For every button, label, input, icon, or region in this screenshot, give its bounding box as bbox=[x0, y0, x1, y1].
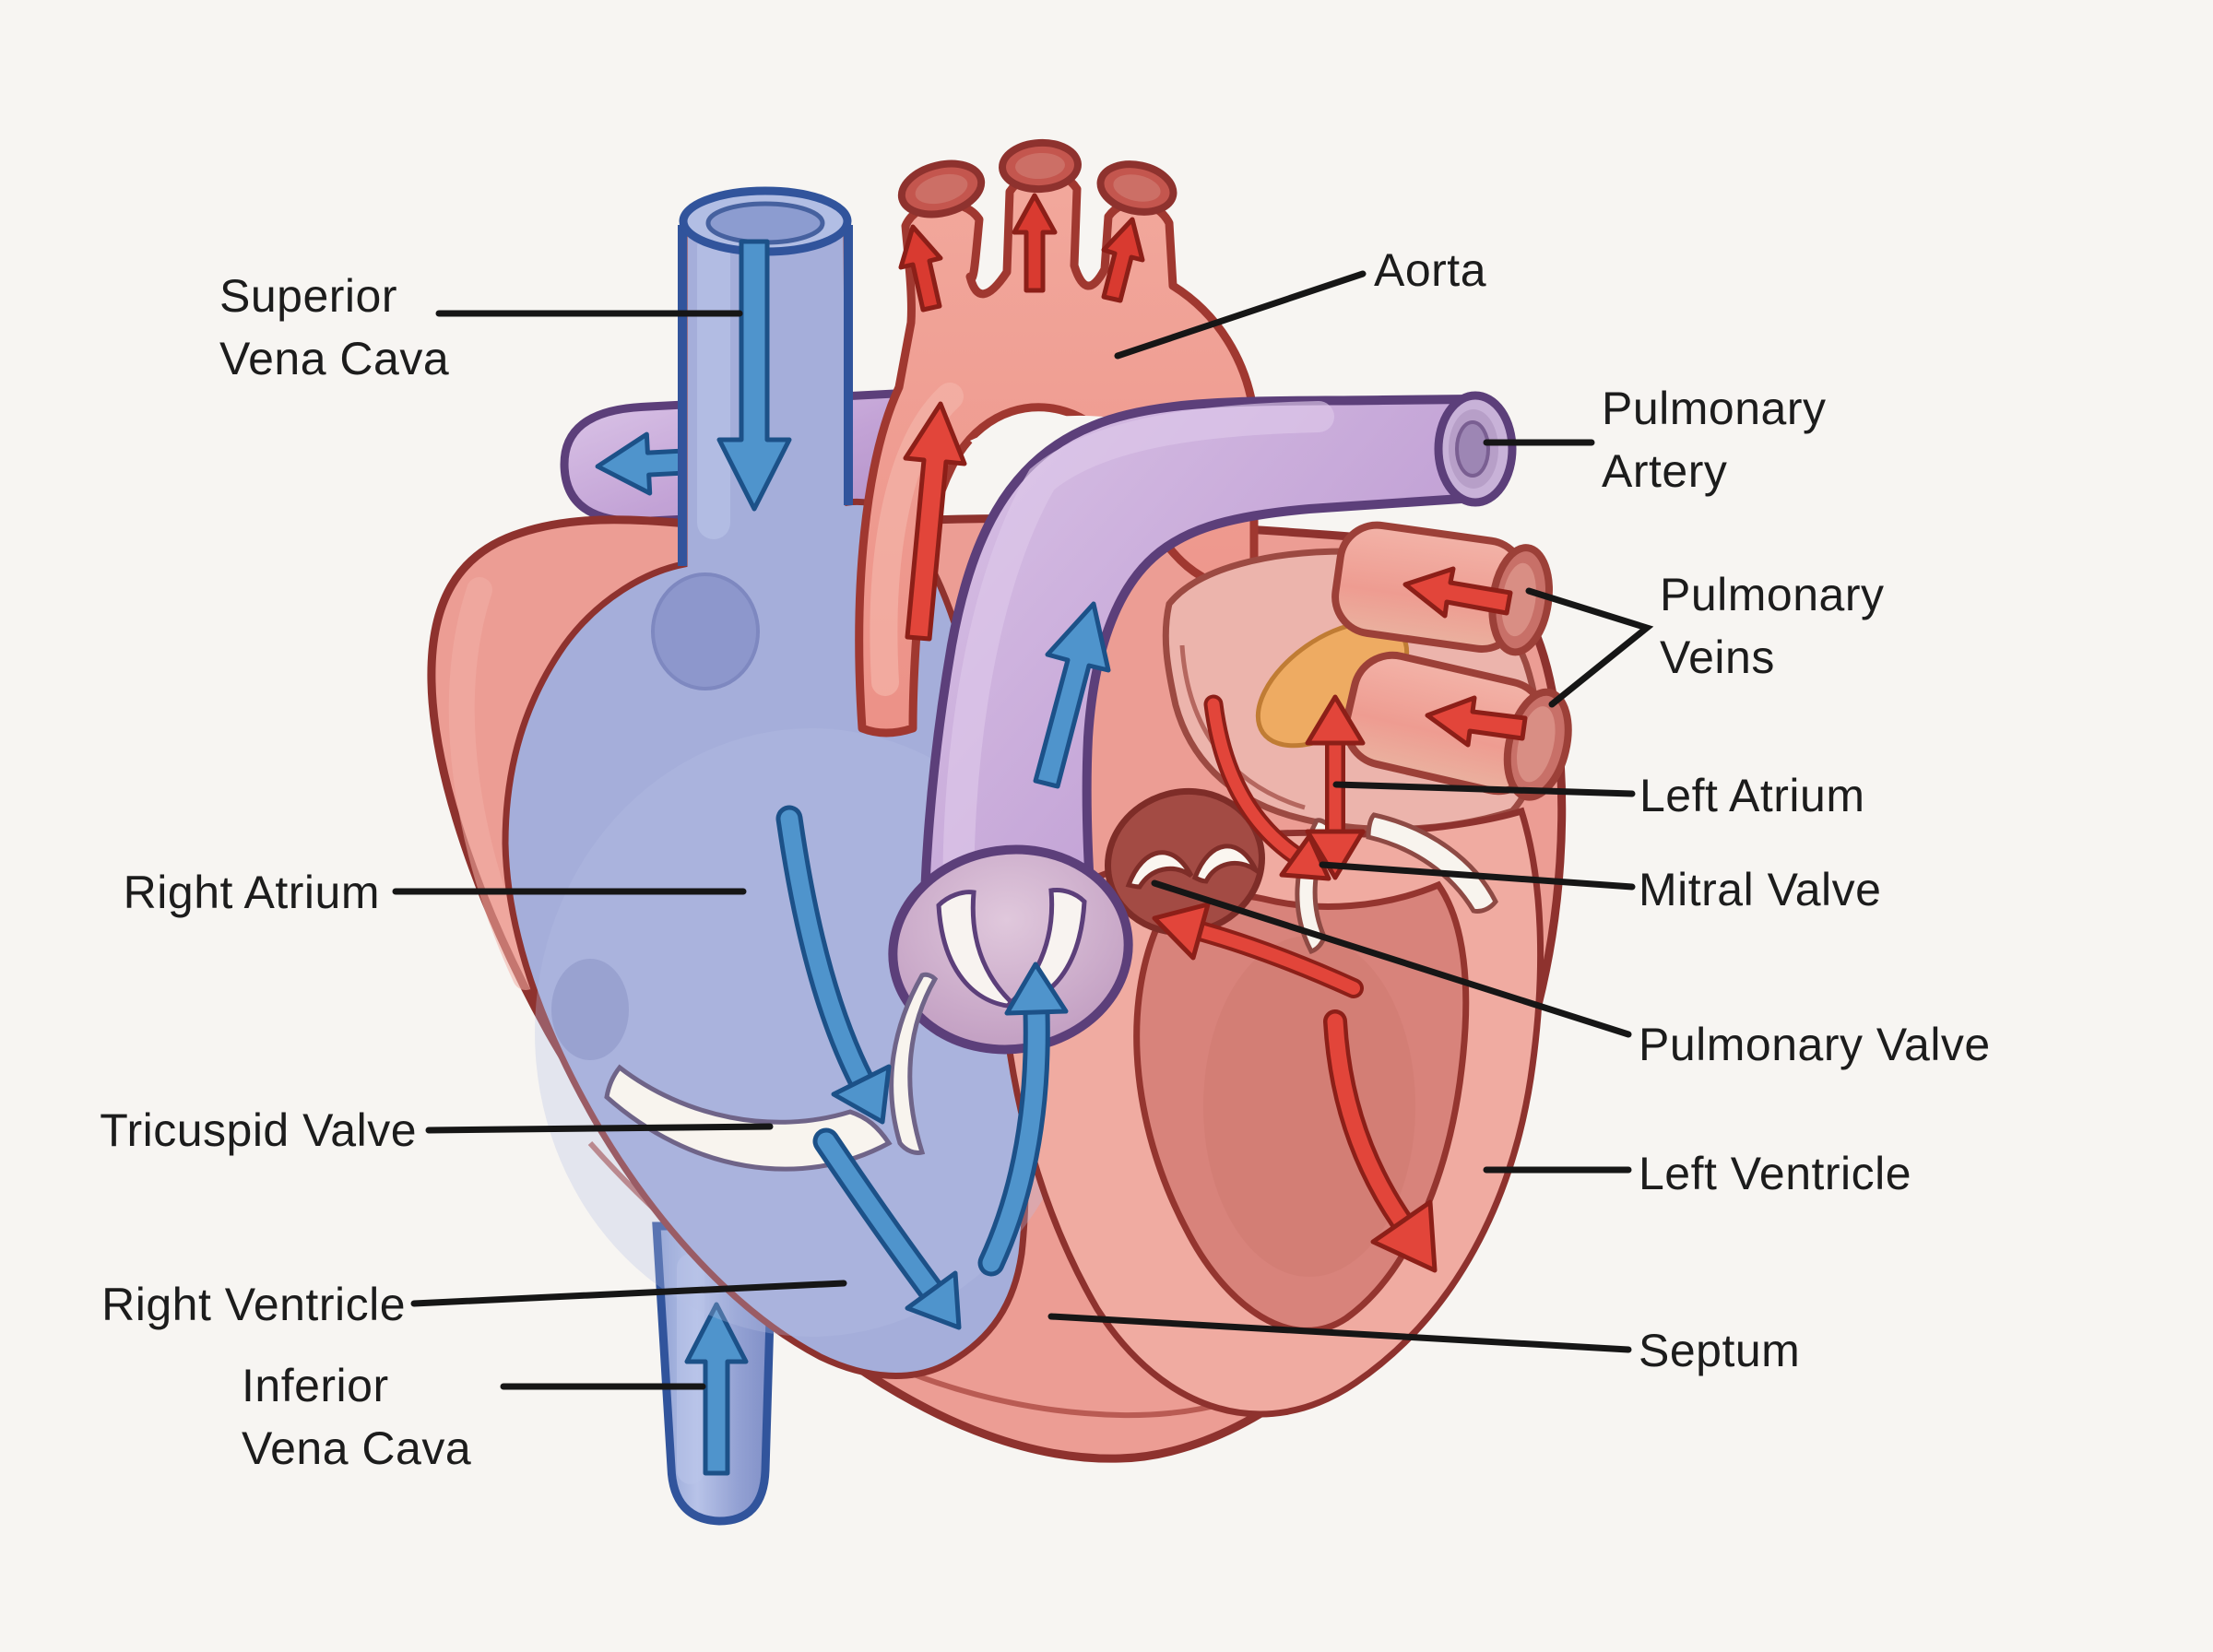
label-septum: Septum bbox=[1639, 1325, 1800, 1376]
aorta-shape bbox=[855, 138, 1259, 738]
svc-opening-inner bbox=[705, 201, 825, 245]
blue-up-arrow-icon bbox=[684, 1302, 749, 1476]
wall-highlight bbox=[448, 577, 538, 990]
red-arrowhead-icon bbox=[1370, 1199, 1438, 1273]
vein-opening-inner bbox=[1501, 562, 1536, 637]
blue-arrowhead-icon bbox=[831, 1064, 892, 1125]
leader-right-ventricle bbox=[410, 1280, 847, 1307]
red-up-arrow-icon bbox=[903, 401, 967, 642]
tricuspid-leaflet bbox=[889, 972, 939, 1155]
trunk-highlight bbox=[942, 401, 1334, 938]
aorta-branch-opening bbox=[1113, 174, 1161, 202]
red-left-arrow-icon bbox=[1402, 566, 1513, 619]
label-inferior-vena-cava: Inferior bbox=[242, 1360, 389, 1411]
blue-arrowhead-icon bbox=[905, 1270, 962, 1330]
label-pulmonary-valve: Pulmonary Valve bbox=[1639, 1019, 1991, 1070]
to-aorta-arrow bbox=[1194, 925, 1360, 995]
atrium-flow-arrow bbox=[780, 809, 870, 1090]
atrium-shadow bbox=[551, 959, 629, 1060]
red-up-arrow-icon bbox=[898, 224, 943, 313]
red-flow-arrows bbox=[1152, 694, 1438, 1273]
red-up-arrow-icon bbox=[1101, 217, 1145, 303]
label-pulmonary-veins: Pulmonary bbox=[1660, 569, 1885, 620]
cavity-shadow bbox=[1203, 936, 1415, 1277]
label-right-atrium: Right Atrium bbox=[124, 867, 380, 918]
mitral-leaflet bbox=[1366, 812, 1498, 914]
red-arrowhead-icon bbox=[1279, 833, 1331, 881]
red-up-arrow-icon bbox=[1012, 193, 1058, 293]
red-arrowhead-icon bbox=[1152, 902, 1211, 961]
label-mitral-valve: Mitral Valve bbox=[1639, 864, 1881, 915]
label-left-ventricle: Left Ventricle bbox=[1639, 1148, 1911, 1199]
semilunar-cusp bbox=[1125, 850, 1194, 890]
label-pulmonary-artery-2: Artery bbox=[1602, 445, 1727, 497]
label-right-ventricle: Right Ventricle bbox=[101, 1279, 406, 1330]
label-inferior-vena-cava-2: Vena Cava bbox=[242, 1422, 471, 1474]
svc-highlight bbox=[697, 230, 730, 539]
ventricle-down-arrow bbox=[1327, 1013, 1410, 1230]
semilunar-cusp bbox=[1191, 844, 1262, 884]
leader-aorta bbox=[1114, 270, 1367, 360]
blue-down-arrow-icon bbox=[716, 239, 792, 512]
label-aorta: Aorta bbox=[1374, 244, 1486, 296]
pulmonary-artery-trunk bbox=[888, 391, 1517, 1055]
label-left-atrium: Left Atrium bbox=[1639, 770, 1865, 821]
label-superior-vena-cava: Superior bbox=[219, 270, 397, 322]
aorta-branch-opening bbox=[915, 173, 968, 205]
to-trunk-flow-arrow bbox=[982, 1003, 1046, 1272]
red-arrowhead-icon bbox=[1305, 694, 1366, 746]
svc-junction-shadow bbox=[651, 572, 760, 690]
label-pulmonary-artery: Pulmonary bbox=[1602, 383, 1827, 434]
labels: Superior Vena Cava Aorta Pulmonary Arter… bbox=[100, 244, 1990, 1474]
leader-septum bbox=[1047, 1313, 1632, 1353]
leader-mitral-valve bbox=[1319, 861, 1636, 891]
ventricle-flow-arrow bbox=[817, 1132, 941, 1300]
red-left-arrow-icon bbox=[1425, 695, 1528, 748]
atrium-inflow-arrow bbox=[1207, 698, 1302, 862]
leader-pulmonary-veins bbox=[1525, 587, 1654, 708]
blue-arrowhead-icon bbox=[1004, 962, 1069, 1016]
leader-lines bbox=[392, 270, 1654, 1390]
leader-left-atrium bbox=[1332, 781, 1636, 797]
superior-vena-cava-tube bbox=[678, 186, 853, 566]
label-tricuspid-valve: Tricuspid Valve bbox=[100, 1104, 417, 1156]
trunk-end-opening bbox=[1455, 420, 1490, 478]
leader-tricuspid-valve bbox=[425, 1123, 774, 1134]
pulmonary-valve-cusp bbox=[936, 890, 1023, 1009]
label-pulmonary-veins-2: Veins bbox=[1660, 631, 1775, 683]
leader-pulmonary-valve bbox=[1151, 879, 1632, 1038]
ivc-highlight bbox=[677, 1254, 704, 1484]
trunk-up-arrow-icon bbox=[1033, 601, 1111, 789]
label-superior-vena-cava-2: Vena Cava bbox=[219, 333, 449, 384]
blue-flow-arrows bbox=[716, 239, 1111, 1330]
red-arrowhead-icon bbox=[1305, 829, 1366, 880]
aorta-branch-opening bbox=[1015, 152, 1065, 180]
